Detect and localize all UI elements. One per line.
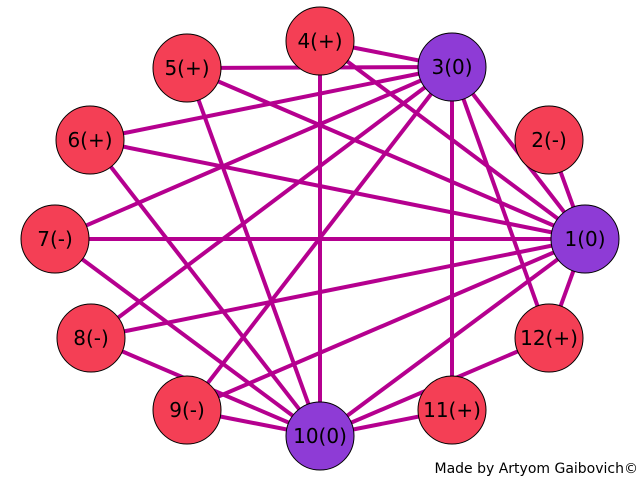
node-label-6: 6(+) (67, 128, 112, 152)
edge-1-5 (186, 66, 586, 241)
edge-1-4 (318, 39, 587, 241)
node-label-9: 9(-) (169, 398, 205, 422)
edge-10-7 (53, 237, 322, 438)
node-2: 2(-) (514, 105, 584, 175)
node-8: 8(-) (56, 303, 126, 373)
edge-1-6 (89, 138, 586, 241)
node-circle-11 (417, 375, 487, 445)
edge-10-5 (185, 67, 322, 437)
node-label-2: 2(-) (531, 128, 567, 152)
node-1: 1(0) (550, 204, 620, 274)
node-circle-8 (56, 303, 126, 373)
edge-10-6 (88, 138, 322, 438)
node-circle-9 (152, 375, 222, 445)
node-label-7: 7(-) (37, 227, 73, 251)
node-label-1: 1(0) (564, 227, 605, 251)
node-11: 11(+) (417, 375, 487, 445)
edge-1-8 (90, 237, 586, 340)
node-12: 12(+) (514, 303, 584, 373)
node-7: 7(-) (20, 204, 90, 274)
node-circle-5 (152, 33, 222, 103)
node-3: 3(0) (417, 32, 487, 102)
edge-3-8 (89, 65, 454, 340)
node-label-5: 5(+) (164, 56, 209, 80)
node-circle-2 (514, 105, 584, 175)
edge-1-9 (186, 237, 586, 412)
node-label-3: 3(0) (431, 55, 472, 79)
node-label-10: 10(0) (293, 424, 347, 448)
node-circle-12 (514, 303, 584, 373)
edge-3-7 (54, 65, 453, 241)
node-label-11: 11(+) (423, 398, 481, 422)
node-4: 4(+) (285, 6, 355, 76)
node-circle-7 (20, 204, 90, 274)
node-circle-4 (285, 6, 355, 76)
node-6: 6(+) (55, 105, 125, 175)
node-label-8: 8(-) (73, 326, 109, 350)
node-circle-6 (55, 105, 125, 175)
node-9: 9(-) (152, 375, 222, 445)
node-circle-1 (550, 204, 620, 274)
node-circle-10 (285, 401, 355, 471)
edges-layer (53, 39, 587, 438)
node-label-4: 4(+) (297, 29, 342, 53)
node-circle-3 (417, 32, 487, 102)
node-10: 10(0) (285, 401, 355, 471)
credit-text: Made by Artyom Gaibovich© (434, 461, 638, 477)
nodes-layer: 1(0) 2(-) 3(0) 4(+) 5(+) 6(+) 7(-) 8(-) 9(-) 10(0… (20, 6, 620, 471)
node-5: 5(+) (152, 33, 222, 103)
edge-1-10 (318, 237, 587, 438)
node-label-12: 12(+) (520, 326, 578, 350)
